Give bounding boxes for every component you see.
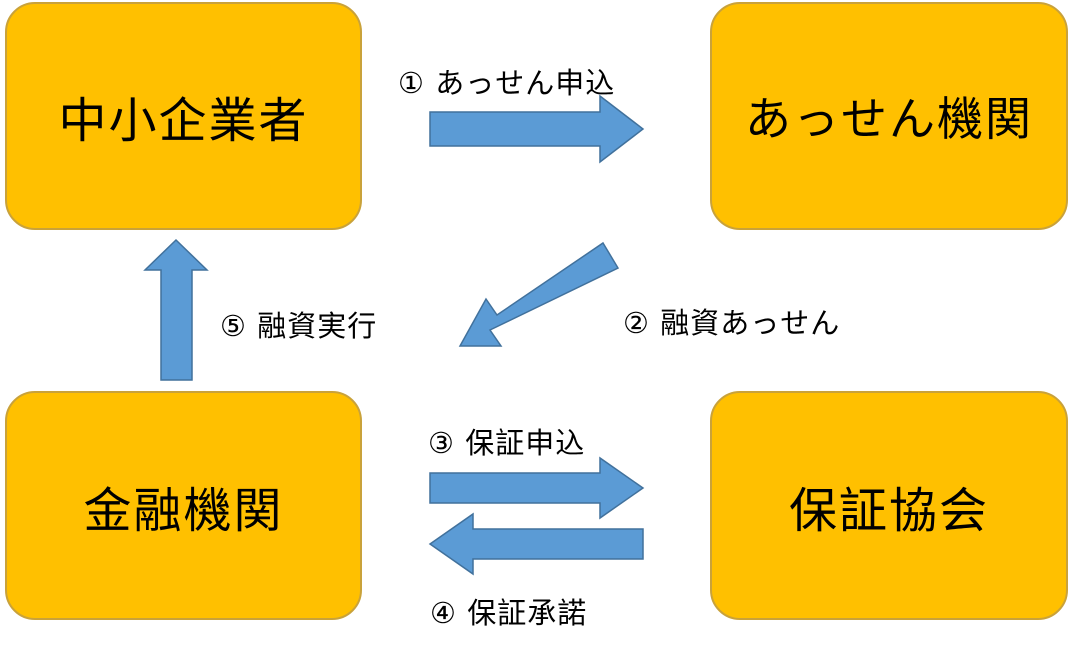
mediation-agency-node: あっせん機関 (710, 2, 1068, 230)
arrow-loan-mediation (458, 241, 620, 347)
arrow-guarantee-approval (428, 512, 644, 576)
step-1-label: ① あっせん申込 (398, 66, 616, 100)
step-3-label: ③ 保証申込 (428, 426, 586, 460)
arrow-application (429, 94, 645, 164)
arrow-guarantee-application (429, 456, 645, 520)
financial-institution-node: 金融機関 (5, 391, 362, 620)
step-2-label: ② 融資あっせん (623, 306, 841, 340)
sme-node: 中小企業者 (5, 2, 362, 230)
arrow-loan-execution (143, 238, 209, 381)
step-4-label: ④ 保証承諾 (430, 596, 588, 630)
credit-guarantee-node: 保証協会 (710, 391, 1068, 620)
step-5-label: ⑤ 融資実行 (220, 309, 378, 343)
